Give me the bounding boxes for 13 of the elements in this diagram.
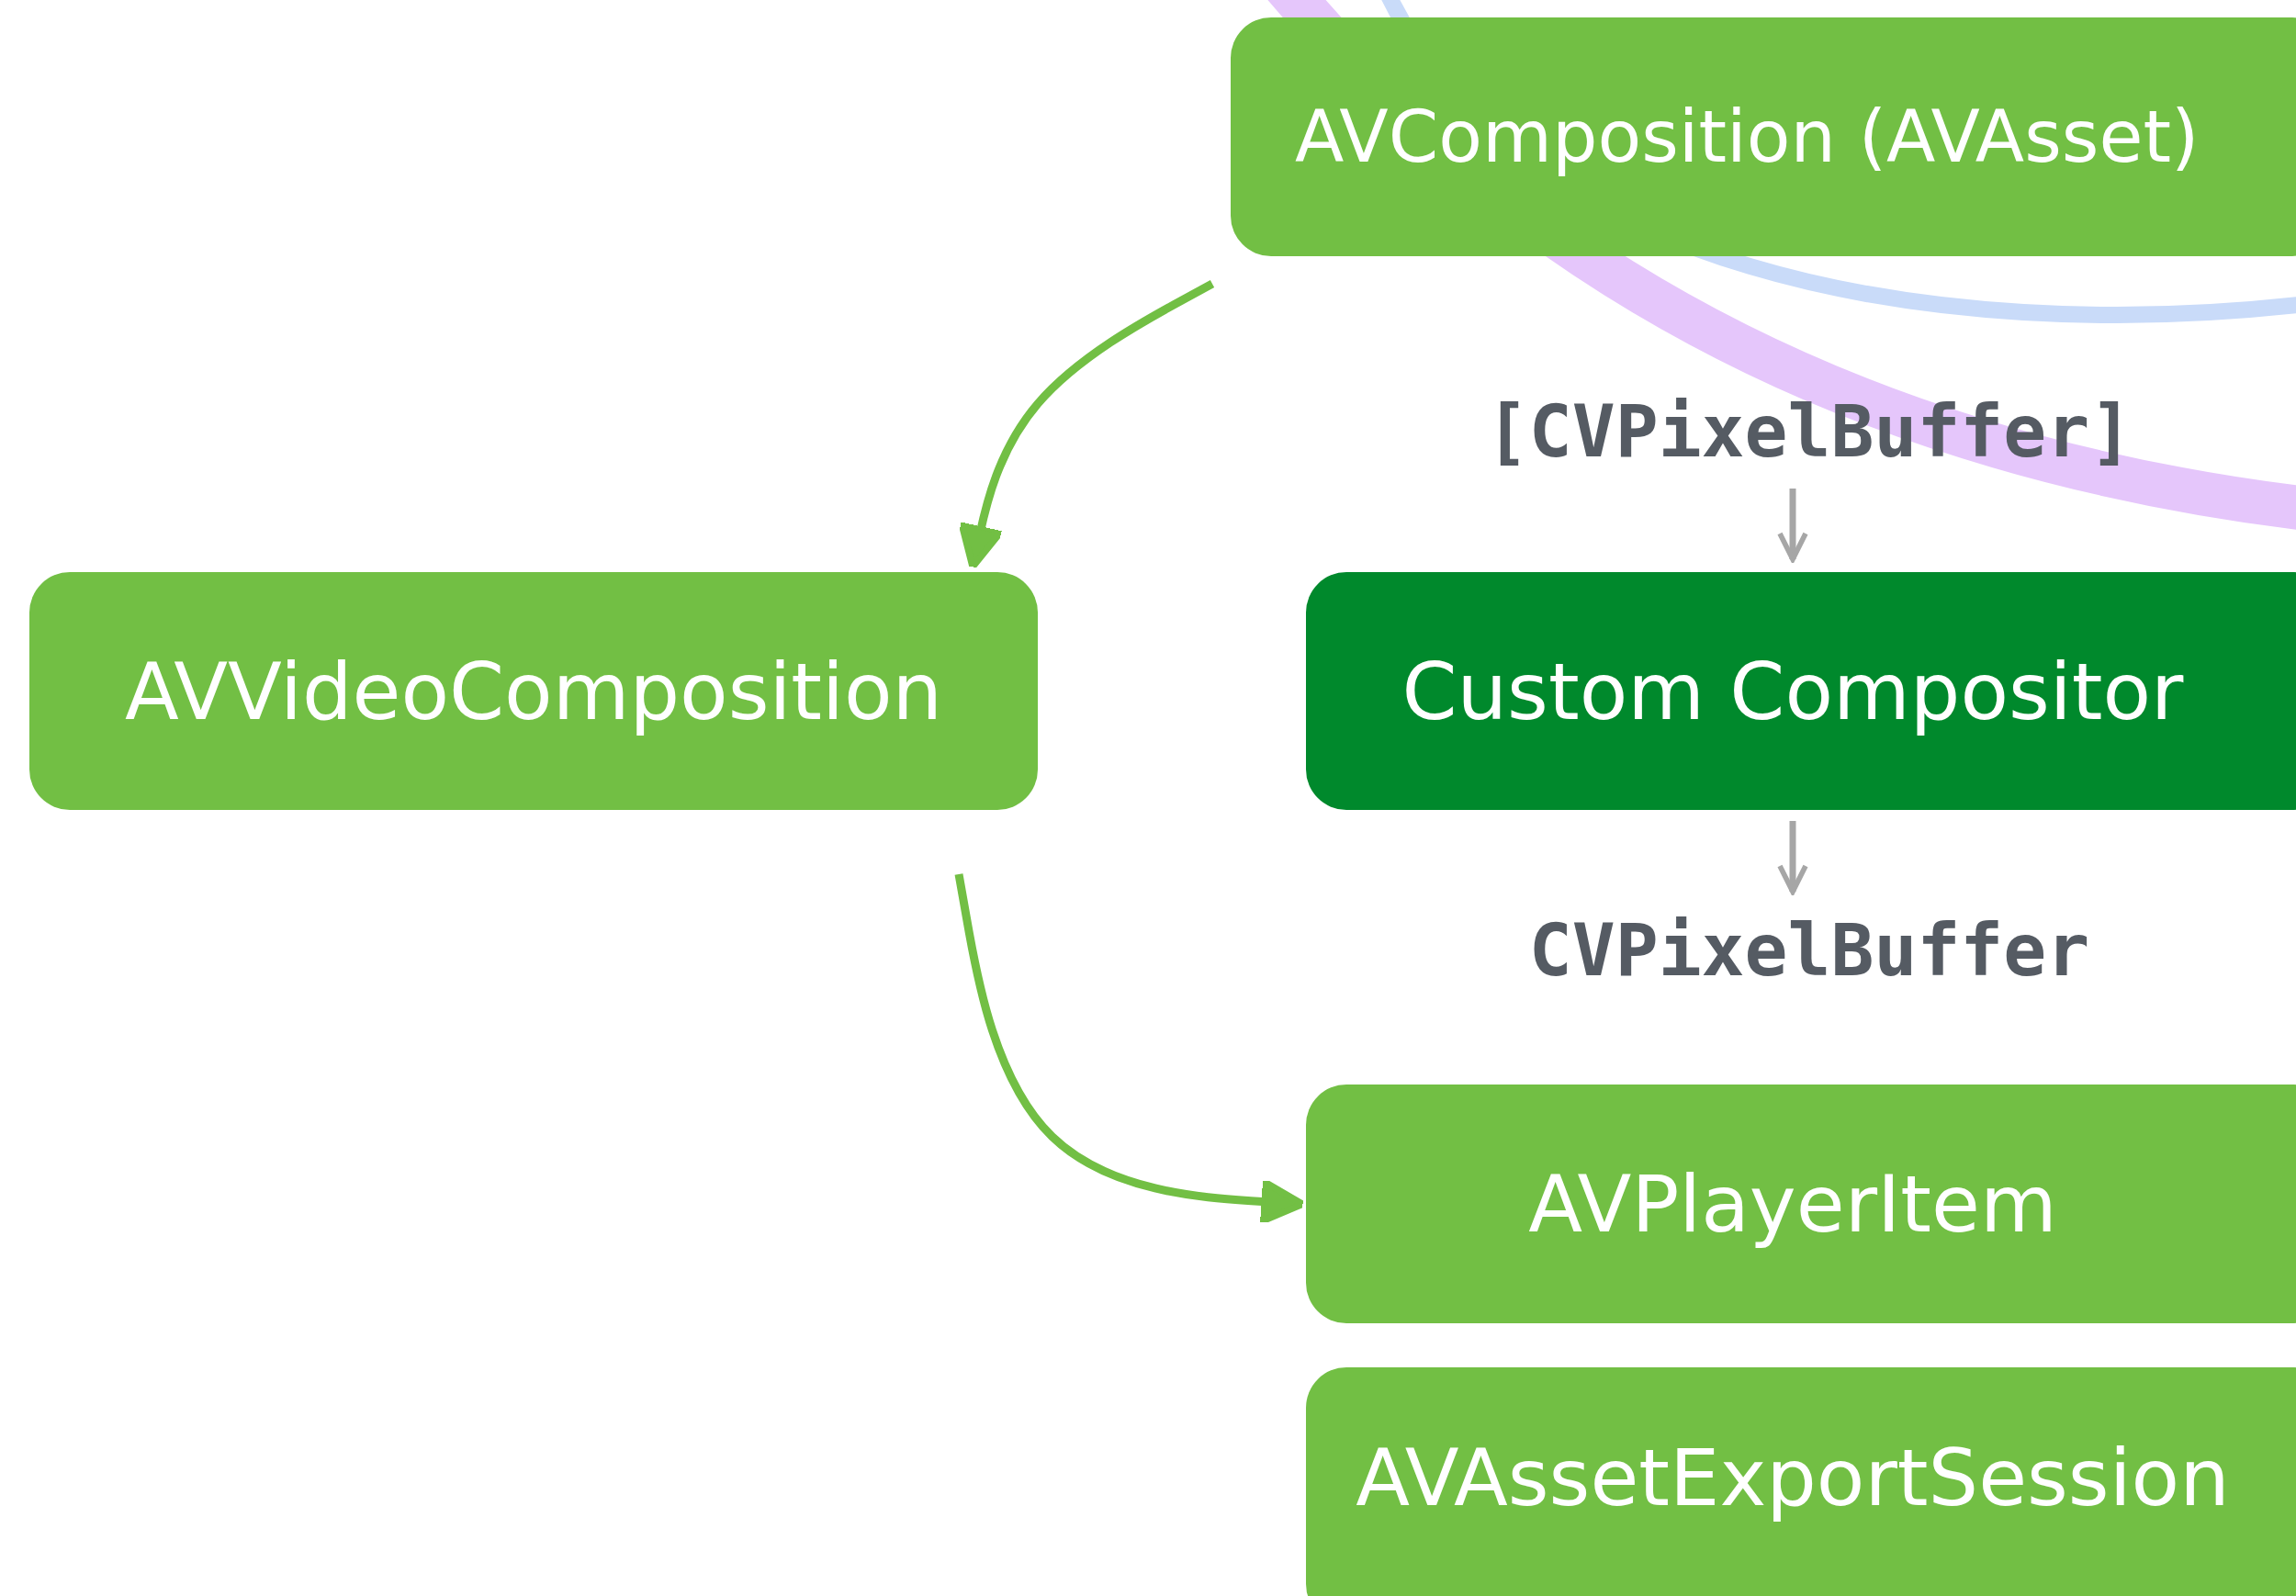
- box-title: AVVideoComposition: [124, 645, 943, 737]
- type-label: CVPixelBuffer: [1528, 909, 2090, 992]
- class-box: [1306, 1367, 2296, 1596]
- class-box: [1231, 17, 2296, 256]
- box-title: AVComposition (AVAsset): [1295, 96, 2200, 178]
- box-title: AVPlayerItem: [1528, 1158, 2057, 1250]
- class-box: [1306, 572, 2296, 810]
- class-box: [1306, 1085, 2296, 1323]
- arrow: [958, 280, 1215, 570]
- box-title: Custom Compositor: [1401, 645, 2184, 737]
- class-box: [29, 572, 1038, 810]
- box-title: AVAssetExportSession: [1356, 1432, 2230, 1523]
- type-label: [CVPixelBuffer]: [1485, 390, 2133, 473]
